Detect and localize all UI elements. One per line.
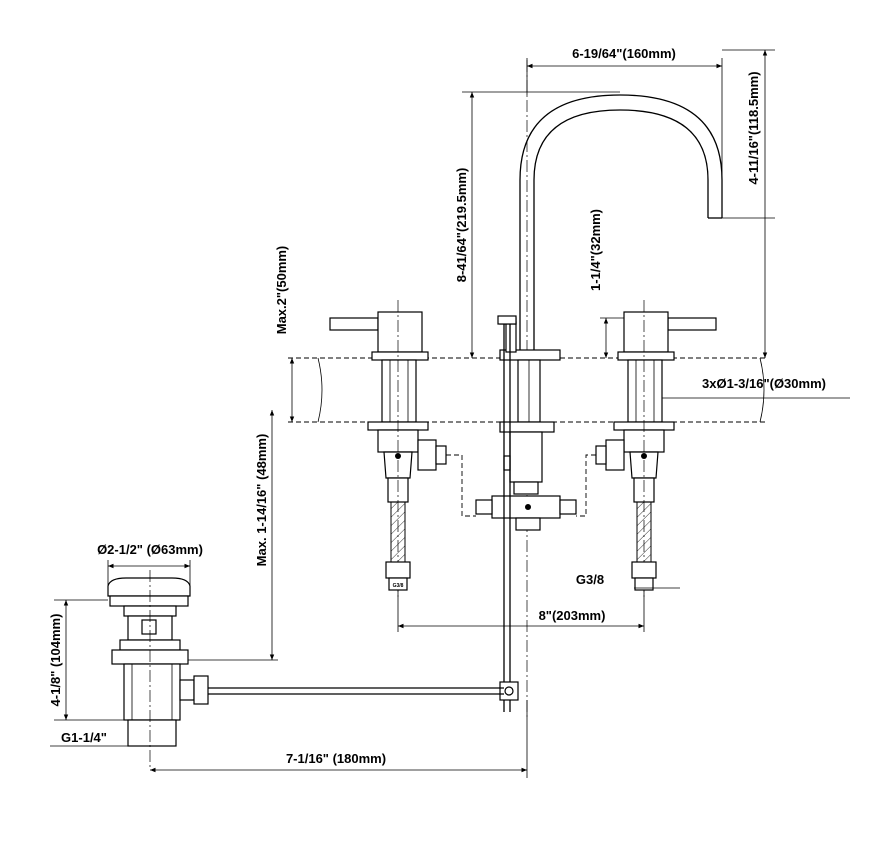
popup-drain [107, 570, 504, 770]
centers-label: 8"(203mm) [539, 608, 606, 623]
left-handle-valve [329, 300, 447, 600]
rod-length-label: 7-1/16" (180mm) [286, 751, 386, 766]
drain-cap-diameter-label: Ø2-1/2" (Ø63mm) [97, 542, 203, 557]
drain-height-label: 4-1/8" (104mm) [48, 614, 63, 707]
spout-reach-label: 6-19/64"(160mm) [572, 46, 676, 61]
deck-max-label: Max.2"(50mm) [274, 246, 289, 335]
thread-g38-label: G3/8 [576, 572, 604, 587]
right-supply-hose [631, 501, 657, 591]
hole-diameter-label: 3xØ1-3/16"(Ø30mm) [702, 376, 826, 391]
supply-connections [446, 454, 596, 517]
gooseneck-spout [475, 60, 723, 720]
total-height-label: 8-41/64"(219.5mm) [454, 168, 469, 283]
countertop-section [288, 357, 765, 423]
left-hose-tag: G3/8 [393, 583, 404, 589]
right-handle-valve [595, 300, 717, 600]
under-deck-max-label: Max. 1-14/16" (48mm) [254, 434, 269, 567]
handle-height-label: 1-1/4"(32mm) [588, 209, 603, 291]
spout-outlet-height-label: 4-11/16"(118.5mm) [746, 71, 761, 184]
lift-rod [497, 315, 519, 712]
dimension-lines [50, 49, 850, 778]
left-supply-hose: G3/8 [385, 501, 411, 591]
thread-g114-label: G1-1/4" [61, 730, 107, 745]
